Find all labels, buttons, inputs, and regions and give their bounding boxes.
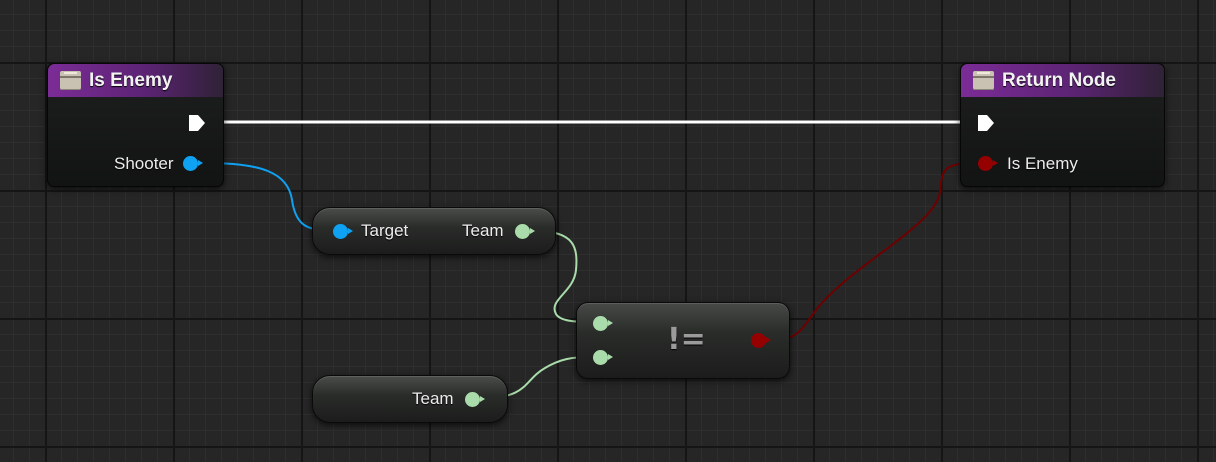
target-pin-label: Target — [361, 221, 409, 240]
is-enemy-pin-label: Is Enemy — [1007, 154, 1078, 173]
team-self-label: Team — [412, 389, 454, 408]
team-to-not-equal-b-wire[interactable] — [483, 356, 591, 399]
function-entry-title: Is Enemy — [89, 69, 173, 91]
team-self-output-pin[interactable] — [465, 392, 485, 407]
team-output-label: Team — [462, 221, 504, 240]
get-team-target-node[interactable]: Target Team — [312, 207, 556, 255]
return-node-header: Return Node — [961, 64, 1164, 97]
not-equal-node[interactable]: != — [576, 302, 790, 379]
team-output-pin[interactable] — [515, 224, 535, 239]
exec-out-icon[interactable] — [188, 114, 206, 132]
target-pin[interactable] — [333, 224, 353, 239]
function-icon — [973, 71, 994, 90]
not-equal-input-b-pin[interactable] — [593, 350, 613, 365]
function-icon — [60, 71, 81, 90]
exec-in-icon[interactable] — [977, 114, 995, 132]
not-equal-to-return-wire[interactable] — [769, 162, 979, 341]
return-node-title: Return Node — [1002, 69, 1116, 91]
team-to-not-equal-a-wire[interactable] — [535, 230, 591, 323]
get-team-self-node[interactable]: Team — [312, 375, 508, 423]
function-entry-header: Is Enemy — [48, 64, 223, 97]
function-entry-node[interactable]: Is Enemy Shooter — [47, 63, 224, 187]
shooter-pin-label: Shooter — [114, 154, 174, 173]
not-equal-input-a-pin[interactable] — [593, 316, 613, 331]
not-equal-symbol: != — [667, 322, 706, 357]
shooter-pin[interactable] — [183, 156, 203, 171]
is-enemy-pin[interactable] — [978, 156, 998, 171]
shooter-to-target-wire[interactable] — [205, 162, 331, 231]
not-equal-output-pin[interactable] — [751, 333, 771, 348]
return-node[interactable]: Return Node Is Enemy — [960, 63, 1165, 187]
